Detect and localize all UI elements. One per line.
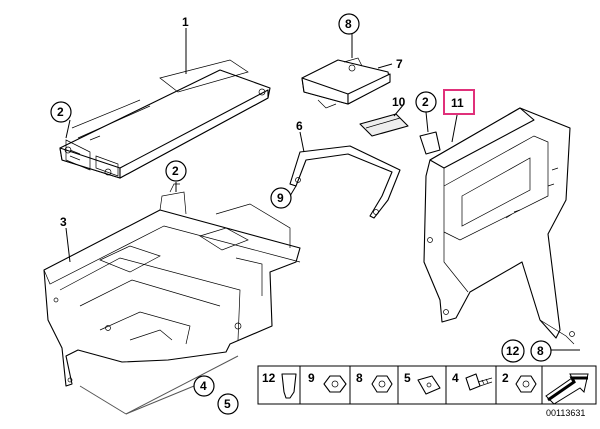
callout-10-label: 10 [392, 95, 406, 109]
callout-3-label: 3 [60, 215, 67, 229]
diagram-code-label: 00113631 [546, 408, 585, 418]
parts-legend: 12 9 8 5 4 2 [257, 365, 597, 405]
callout-4[interactable]: 4 [193, 375, 215, 397]
frame-part-3[interactable] [43, 183, 301, 387]
collar-nut-icon [515, 375, 537, 393]
legend-item-label: 9 [308, 371, 315, 385]
callout-10[interactable]: 10 [392, 95, 406, 109]
callout-2b[interactable]: 2 [165, 160, 187, 182]
legend-item-flange-nut[interactable]: 8 [356, 371, 393, 393]
callout-11-highlight-box [443, 89, 475, 115]
hex-nut-icon [323, 375, 347, 393]
bracket-part-6[interactable] [289, 145, 401, 219]
callout-7[interactable]: 7 [396, 57, 403, 71]
callout-8b[interactable]: 8 [530, 340, 552, 362]
callout-1[interactable]: 1 [182, 15, 189, 29]
callout-5[interactable]: 5 [217, 393, 239, 415]
callout-2b-label: 2 [172, 164, 179, 178]
callout-3[interactable]: 3 [60, 215, 67, 229]
flange-nut-icon [371, 375, 393, 393]
callout-1-label: 1 [182, 15, 189, 29]
callout-8[interactable]: 8 [338, 13, 360, 35]
legend-item-collar-nut[interactable]: 2 [502, 371, 537, 393]
callout-8-label: 8 [345, 17, 352, 31]
legend-item-clip-nut[interactable]: 12 [262, 371, 297, 399]
control-module-part-1[interactable] [59, 59, 271, 179]
callout-7-label: 7 [396, 57, 403, 71]
callout-6-label: 6 [296, 119, 303, 133]
callout-5-label: 5 [224, 397, 231, 411]
leader-lines [65, 28, 580, 415]
callout-6[interactable]: 6 [296, 119, 303, 133]
legend-item-screw[interactable]: 4 [452, 371, 493, 391]
callout-4-label: 4 [200, 379, 207, 393]
callout-11-label: 11 [451, 96, 464, 110]
callout-11[interactable]: 11 [443, 89, 475, 115]
box-part-7[interactable] [301, 57, 391, 109]
callout-8b-label: 8 [537, 344, 544, 358]
legend-item-hex-nut[interactable]: 9 [308, 371, 347, 393]
legend-item-label: 4 [452, 371, 459, 385]
spring-clip-icon [417, 375, 441, 395]
pad-part-10[interactable] [359, 113, 409, 137]
callout-9[interactable]: 9 [270, 187, 292, 209]
callout-2c-label: 2 [422, 95, 429, 109]
callout-12[interactable]: 12 [501, 339, 525, 363]
callout-2a[interactable]: 2 [50, 101, 72, 123]
diagram-code: 00113631 [546, 408, 585, 418]
callout-2c[interactable]: 2 [415, 91, 437, 113]
legend-item-spring-clip[interactable]: 5 [404, 371, 441, 395]
callout-12-label: 12 [506, 344, 520, 358]
legend-item-label: 5 [404, 371, 411, 385]
callout-2a-label: 2 [57, 105, 64, 119]
legend-item-label: 12 [262, 371, 276, 385]
clip-nut-icon [281, 373, 297, 399]
legend-item-label: 2 [502, 371, 509, 385]
bracket-part-11[interactable] [419, 107, 575, 345]
legend-item-label: 8 [356, 371, 363, 385]
callout-9-label: 9 [277, 191, 284, 205]
legend-item-direction-arrow[interactable] [545, 373, 589, 405]
